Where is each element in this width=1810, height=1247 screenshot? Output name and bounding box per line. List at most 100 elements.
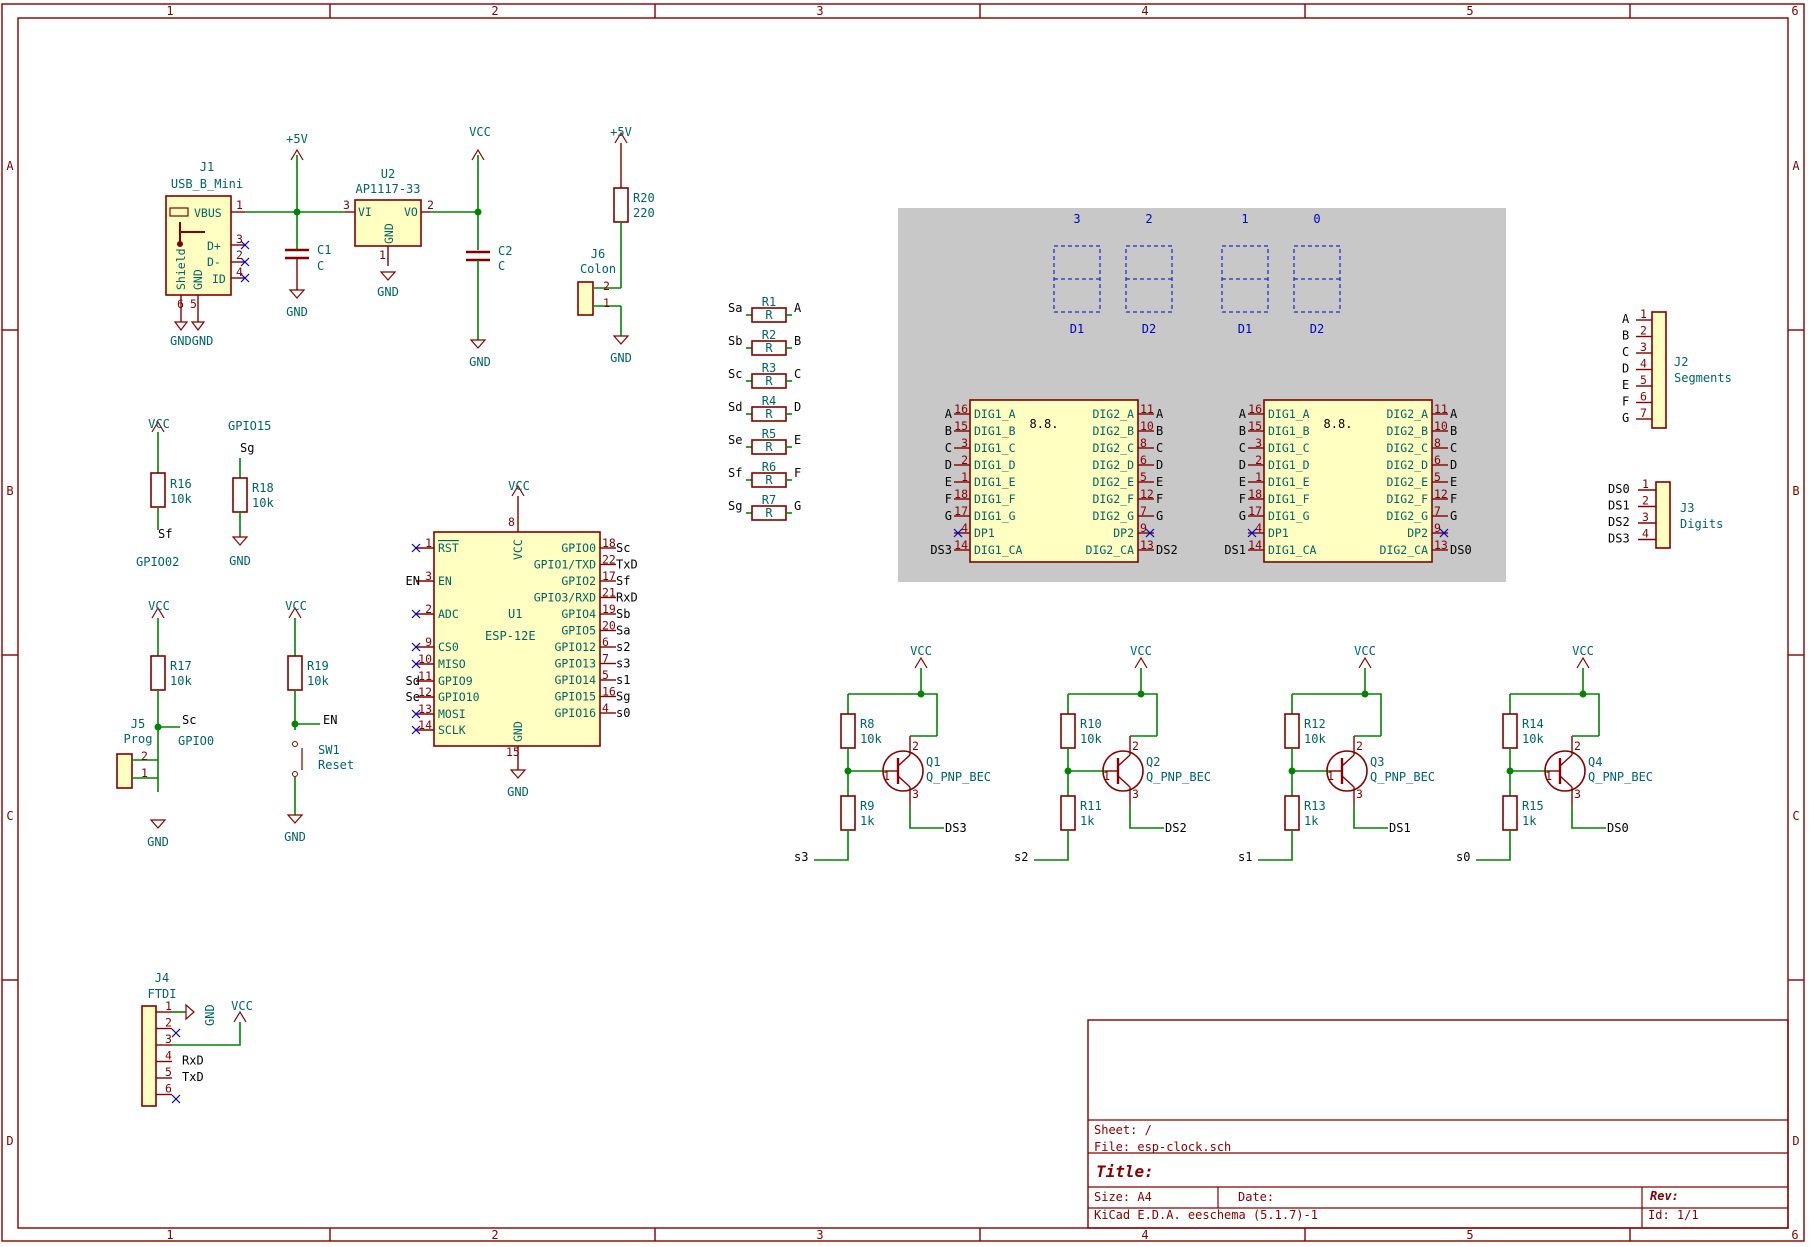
reset-r19-sw1[interactable]: VCC R19 10k EN SW1 Reset GND xyxy=(284,599,354,844)
mcu-right-num: 5 xyxy=(602,668,609,682)
mcu-right-num: 4 xyxy=(602,701,609,715)
resistor-output-net: E xyxy=(794,433,801,447)
j2-pin-num: 7 xyxy=(1640,406,1647,420)
j6-gnd: GND xyxy=(610,351,632,365)
sheet-label: Sheet: / xyxy=(1094,1123,1152,1137)
j2-net: C xyxy=(1622,345,1629,359)
resistor-ref: R5 xyxy=(762,427,776,441)
driver-pin1: 1 xyxy=(1545,769,1552,783)
usb-connector-j1[interactable]: J1 USB_B_Mini VBUS D+ D- ID Shield GND 1… xyxy=(165,160,250,348)
j2-pin-num: 3 xyxy=(1640,340,1647,354)
driver-q-value: Q_PNP_BEC xyxy=(1370,770,1435,784)
capacitor-c2[interactable]: VCC C2 C GND xyxy=(466,125,512,369)
driver-vcc: VCC xyxy=(1572,644,1594,658)
display-right-net: D xyxy=(1156,458,1163,472)
rev-label: Rev: xyxy=(1650,1189,1679,1203)
j1-ref: J1 xyxy=(200,160,214,174)
display-right-net: F xyxy=(1156,492,1163,506)
regulator-u2[interactable]: U2 AP1117-33 VI VO GND 3 2 1 GND xyxy=(343,167,434,299)
display-left-num: 1 xyxy=(961,470,968,484)
j5-ref: J5 xyxy=(131,717,145,731)
display-right-num: 11 xyxy=(1140,402,1154,416)
r19-net: EN xyxy=(323,713,337,727)
driver-pin2: 2 xyxy=(1356,739,1363,753)
resistor-value: R xyxy=(765,374,773,388)
mcu-u1-esp12e[interactable]: VCC8VCCGNDU1ESP-12E15GNDRST1EN3ENADC2CS0… xyxy=(406,479,638,799)
display-left-net: DS3 xyxy=(930,543,952,557)
driver-q-value: Q_PNP_BEC xyxy=(926,770,991,784)
display-right-net: C xyxy=(1156,441,1163,455)
driver-output-net: DS2 xyxy=(1165,821,1187,835)
pullup-r16[interactable]: VCC R16 10k Sf GPIO02 xyxy=(136,417,192,569)
mcu-left-num: 13 xyxy=(418,702,432,716)
mcu-right-pin: GPIO3/RXD xyxy=(534,591,596,605)
mcu-left-net: Se xyxy=(406,690,420,704)
colon-circuit[interactable]: +5V R20 220 J6 Colon 2 1 GND xyxy=(577,125,655,365)
display-right-num: 5 xyxy=(1434,470,1441,484)
row-label-left: D xyxy=(6,1134,13,1148)
r20-value: 220 xyxy=(633,206,655,220)
mcu-right-num: 20 xyxy=(602,619,616,633)
j2-pin-num: 1 xyxy=(1640,307,1647,321)
j3-net: DS2 xyxy=(1608,515,1630,529)
capacitor-c1[interactable]: C1 C GND xyxy=(285,243,331,319)
r17-ref: R17 xyxy=(170,659,192,673)
display-right-net: B xyxy=(1156,424,1163,438)
resistor-ref: R6 xyxy=(762,460,776,474)
row-label-right: D xyxy=(1792,1134,1799,1148)
driver-pin2: 2 xyxy=(912,739,919,753)
display-glyph: 8.8. xyxy=(1324,417,1353,431)
display-right-pin: DIG2_A xyxy=(1386,407,1428,421)
mcu-left-num: 10 xyxy=(418,652,432,666)
resistor-output-net: G xyxy=(794,499,801,513)
resistor-input-net: Sc xyxy=(728,367,742,381)
u2-pin2: 2 xyxy=(427,198,434,212)
mcu-left-pin: MISO xyxy=(438,657,466,671)
display-left-net: C xyxy=(945,441,952,455)
j4-value: FTDI xyxy=(148,987,177,1001)
driver-output-net: DS1 xyxy=(1389,821,1411,835)
j4-pin-num: 5 xyxy=(165,1065,172,1079)
mcu-left-pin: SCLK xyxy=(438,723,466,737)
driver-pin1: 1 xyxy=(1103,769,1110,783)
j3-pin-num: 3 xyxy=(1642,510,1649,524)
column-label-top: 3 xyxy=(816,4,823,18)
j1-pin-dp: D+ xyxy=(207,239,221,253)
resistor-output-net: F xyxy=(794,466,801,480)
j1-num-2: 2 xyxy=(236,248,243,262)
driver-q-ref: Q1 xyxy=(926,755,940,769)
j1-value: USB_B_Mini xyxy=(171,177,243,191)
u2-gnd: GND xyxy=(382,223,396,244)
file-label: File: esp-clock.sch xyxy=(1094,1140,1231,1154)
driver-rtop-value: 10k xyxy=(860,732,882,746)
display-right-pin: DIG2_A xyxy=(1092,407,1134,421)
j2-net: F xyxy=(1622,395,1629,409)
pullup-r17-prog[interactable]: VCC R17 10k Sc GPIO0 J5 Prog 2 1 GND xyxy=(116,599,214,849)
driver-output-net: DS3 xyxy=(945,821,967,835)
digit-number: 2 xyxy=(1145,212,1152,226)
j3-net: DS1 xyxy=(1608,499,1630,513)
pulldown-r18[interactable]: GPIO15 Sg R18 10k GND xyxy=(228,419,274,568)
r19-value: 10k xyxy=(307,674,329,688)
j3-net: DS0 xyxy=(1608,482,1630,496)
resistor-value: R xyxy=(765,341,773,355)
display-left-pin: DIG1_E xyxy=(974,475,1016,489)
r18-value: 10k xyxy=(252,496,274,510)
mcu-right-pin: GPIO1/TXD xyxy=(534,558,596,572)
